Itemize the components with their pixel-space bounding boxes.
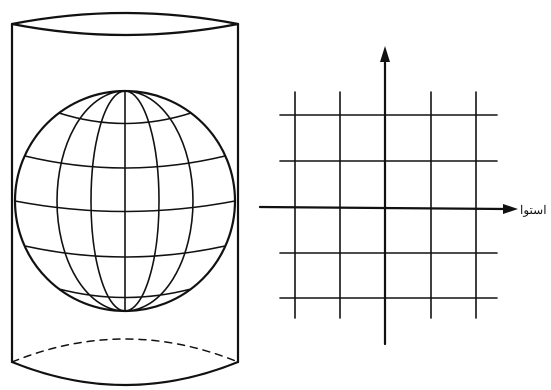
cylinder-top-rim [12,13,238,35]
projection-grid [280,92,497,318]
equator-label: استوا [520,203,547,217]
vertical-axis-arrow-icon [380,46,390,62]
globe [15,91,235,311]
equator-axis [260,207,506,209]
cylinder-bottom-rim-front [12,362,238,385]
equator-axis-arrow-icon [503,204,518,214]
cylinder-bottom-rim-back [12,339,238,362]
axes [260,46,518,344]
